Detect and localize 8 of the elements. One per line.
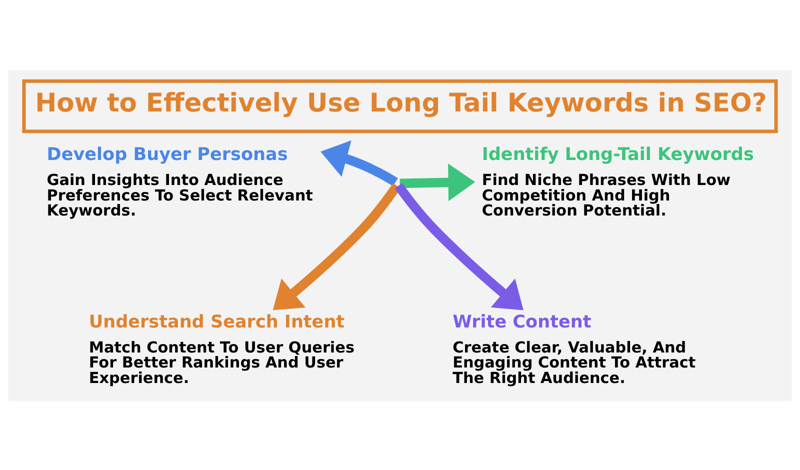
arrow [320,140,398,186]
node-text: Write Content Create Clear, Valuable, And Engaging Content To Attract The Right Audience. [452,312,696,386]
arrow [394,182,524,310]
node-text: Identify Long-Tail Keywords Find Niche Phrases With Low Competition And High Conversion Potential. [482,144,754,219]
diagram-title: How to Effectively Use Long Tail Keywords in SEO? [35,88,767,118]
arrow [400,163,476,201]
node-text: Develop Buyer Personas Gain Insights Into Audience Preferences To Select Relevant Keywords. [46,144,313,219]
node-text: Understand Search Intent Match Content To User Queries For Better Rankings And User Experience. [88,312,354,386]
